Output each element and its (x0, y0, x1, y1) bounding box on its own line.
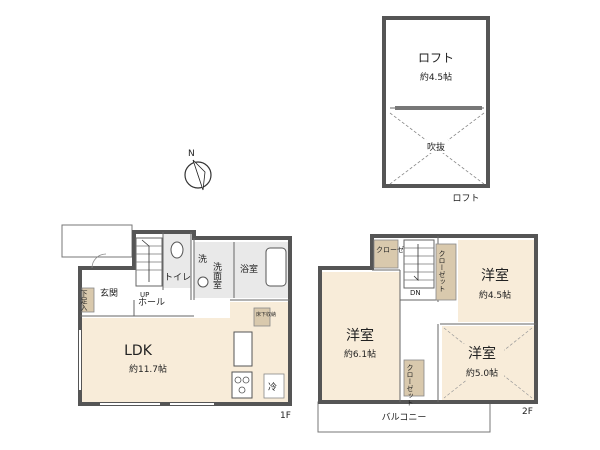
room-c-label: 洋室 (468, 345, 496, 362)
loft-outline (382, 16, 490, 188)
shoe-cabinet (81, 287, 95, 313)
closet-c (403, 359, 425, 397)
closet-c-label: クローゼット (406, 364, 414, 406)
room-b-label: 洋室 (481, 267, 509, 284)
kitchen-sink-counter (233, 331, 253, 367)
stairs-up-label: UP (140, 291, 149, 299)
loft-room-label: ロフト (418, 51, 454, 65)
second-floor-plan: バルコニー クローゼット クローゼット クローゼット DN 洋室 (317, 234, 538, 433)
void-label: 吹抜 (427, 141, 445, 153)
entrance-label: 玄関 (100, 287, 118, 299)
loft-railing (395, 106, 482, 110)
compass-needle-half (192, 159, 206, 191)
room-a-label: 洋室 (346, 327, 374, 344)
first-floor-stairs: UP (135, 237, 163, 299)
loft-plan: ロフト 約4.5帖 吹抜 ロフト (382, 16, 490, 204)
washing-machine (197, 276, 209, 288)
first-floor-label: 1F (280, 411, 291, 421)
closet-a (373, 239, 399, 269)
washroom-area (194, 242, 234, 298)
room-c-size: 約5.0帖 (466, 367, 498, 379)
balcony (317, 401, 491, 433)
fridge-space (263, 373, 285, 399)
burner (234, 376, 242, 384)
second-floor-walls (318, 234, 538, 404)
void-label-bg (424, 140, 448, 153)
room-a-size: 約6.1帖 (344, 348, 376, 360)
stove-counter (231, 371, 253, 399)
second-floor-stairs: DN (403, 239, 435, 297)
closet-b-label: クローゼット (438, 250, 446, 292)
room-b-size: 約4.5帖 (479, 289, 511, 301)
washroom-label: 洗面室 (211, 261, 222, 289)
compass-north-label: N (188, 149, 195, 159)
ldk-area (82, 318, 230, 402)
bath-label: 浴室 (240, 263, 258, 275)
underfloor-storage-label: 床下収納 (256, 311, 276, 318)
stairs-down-label: DN (410, 289, 421, 297)
first-floor-partitions (80, 232, 290, 317)
toilet-fixture (170, 241, 184, 259)
wash-label: 洗 (198, 253, 207, 265)
shoe-cabinet-label: 下足入 (80, 290, 88, 311)
closet-a-label: クローゼット (376, 245, 418, 254)
first-floor-plan: UP トイレ 洗 洗面室 浴室 下足入 玄関 ホール 床下収納 冷 LDK 約1… (61, 224, 292, 421)
ldk-size: 約11.7帖 (129, 363, 167, 375)
room-b-label-bg (474, 264, 514, 304)
stairs-arrow (141, 239, 150, 282)
loft-room-size: 約4.5帖 (420, 71, 452, 83)
stairs-arrow (413, 244, 419, 281)
porch (61, 224, 133, 258)
closet-b (435, 243, 457, 301)
hall-label: ホール (138, 297, 165, 308)
room-a-area (322, 272, 400, 400)
bathtub (265, 247, 287, 287)
burner (238, 386, 246, 394)
fridge-label: 冷 (268, 381, 277, 393)
compass-ring (184, 161, 212, 189)
balcony-label: バルコニー (382, 412, 427, 423)
entrance-door-swing (91, 253, 107, 269)
loft-floor-label: ロフト (452, 194, 479, 204)
room-c-label-bg (460, 344, 504, 380)
compass: N (184, 149, 212, 191)
toilet-label: トイレ (164, 273, 191, 283)
burner (242, 376, 250, 384)
second-floor-label: 2F (522, 407, 533, 417)
ldk-label: LDK (124, 343, 153, 359)
underfloor-storage (253, 307, 271, 327)
